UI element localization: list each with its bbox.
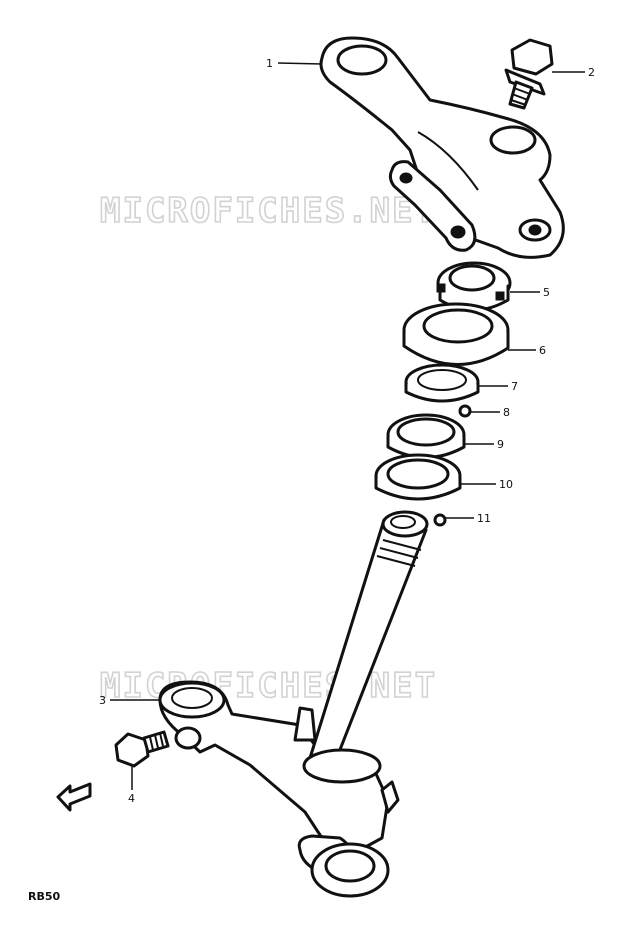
callout-8: 8 — [503, 406, 510, 419]
steel-ball-lower — [433, 513, 447, 527]
callout-10: 10 — [499, 478, 513, 491]
callout-4: 4 — [128, 792, 135, 805]
bearing-race — [386, 413, 466, 459]
steel-ball-upper — [458, 404, 472, 418]
callout-9: 9 — [497, 438, 504, 451]
callout-11: 11 — [477, 512, 491, 525]
model-code: RB50 — [28, 890, 61, 903]
lower-bearing-race — [374, 453, 462, 501]
callout-1: 1 — [266, 57, 273, 70]
steering-stem-lower-bracket — [158, 510, 429, 898]
upper-bracket — [319, 36, 565, 259]
callout-6: 6 — [539, 344, 546, 357]
bolt-upper — [504, 38, 554, 110]
bolt-lower — [114, 730, 170, 768]
leader-1 — [277, 62, 323, 65]
callout-7: 7 — [511, 380, 518, 393]
callout-2: 2 — [588, 66, 595, 79]
callout-3: 3 — [99, 694, 106, 707]
watermark-top: MICROFICHES.NET — [100, 191, 437, 231]
upper-bearing-race — [404, 363, 480, 403]
arrow-left-icon — [56, 782, 92, 812]
callout-5: 5 — [543, 286, 550, 299]
dust-seal-cover — [402, 302, 510, 366]
